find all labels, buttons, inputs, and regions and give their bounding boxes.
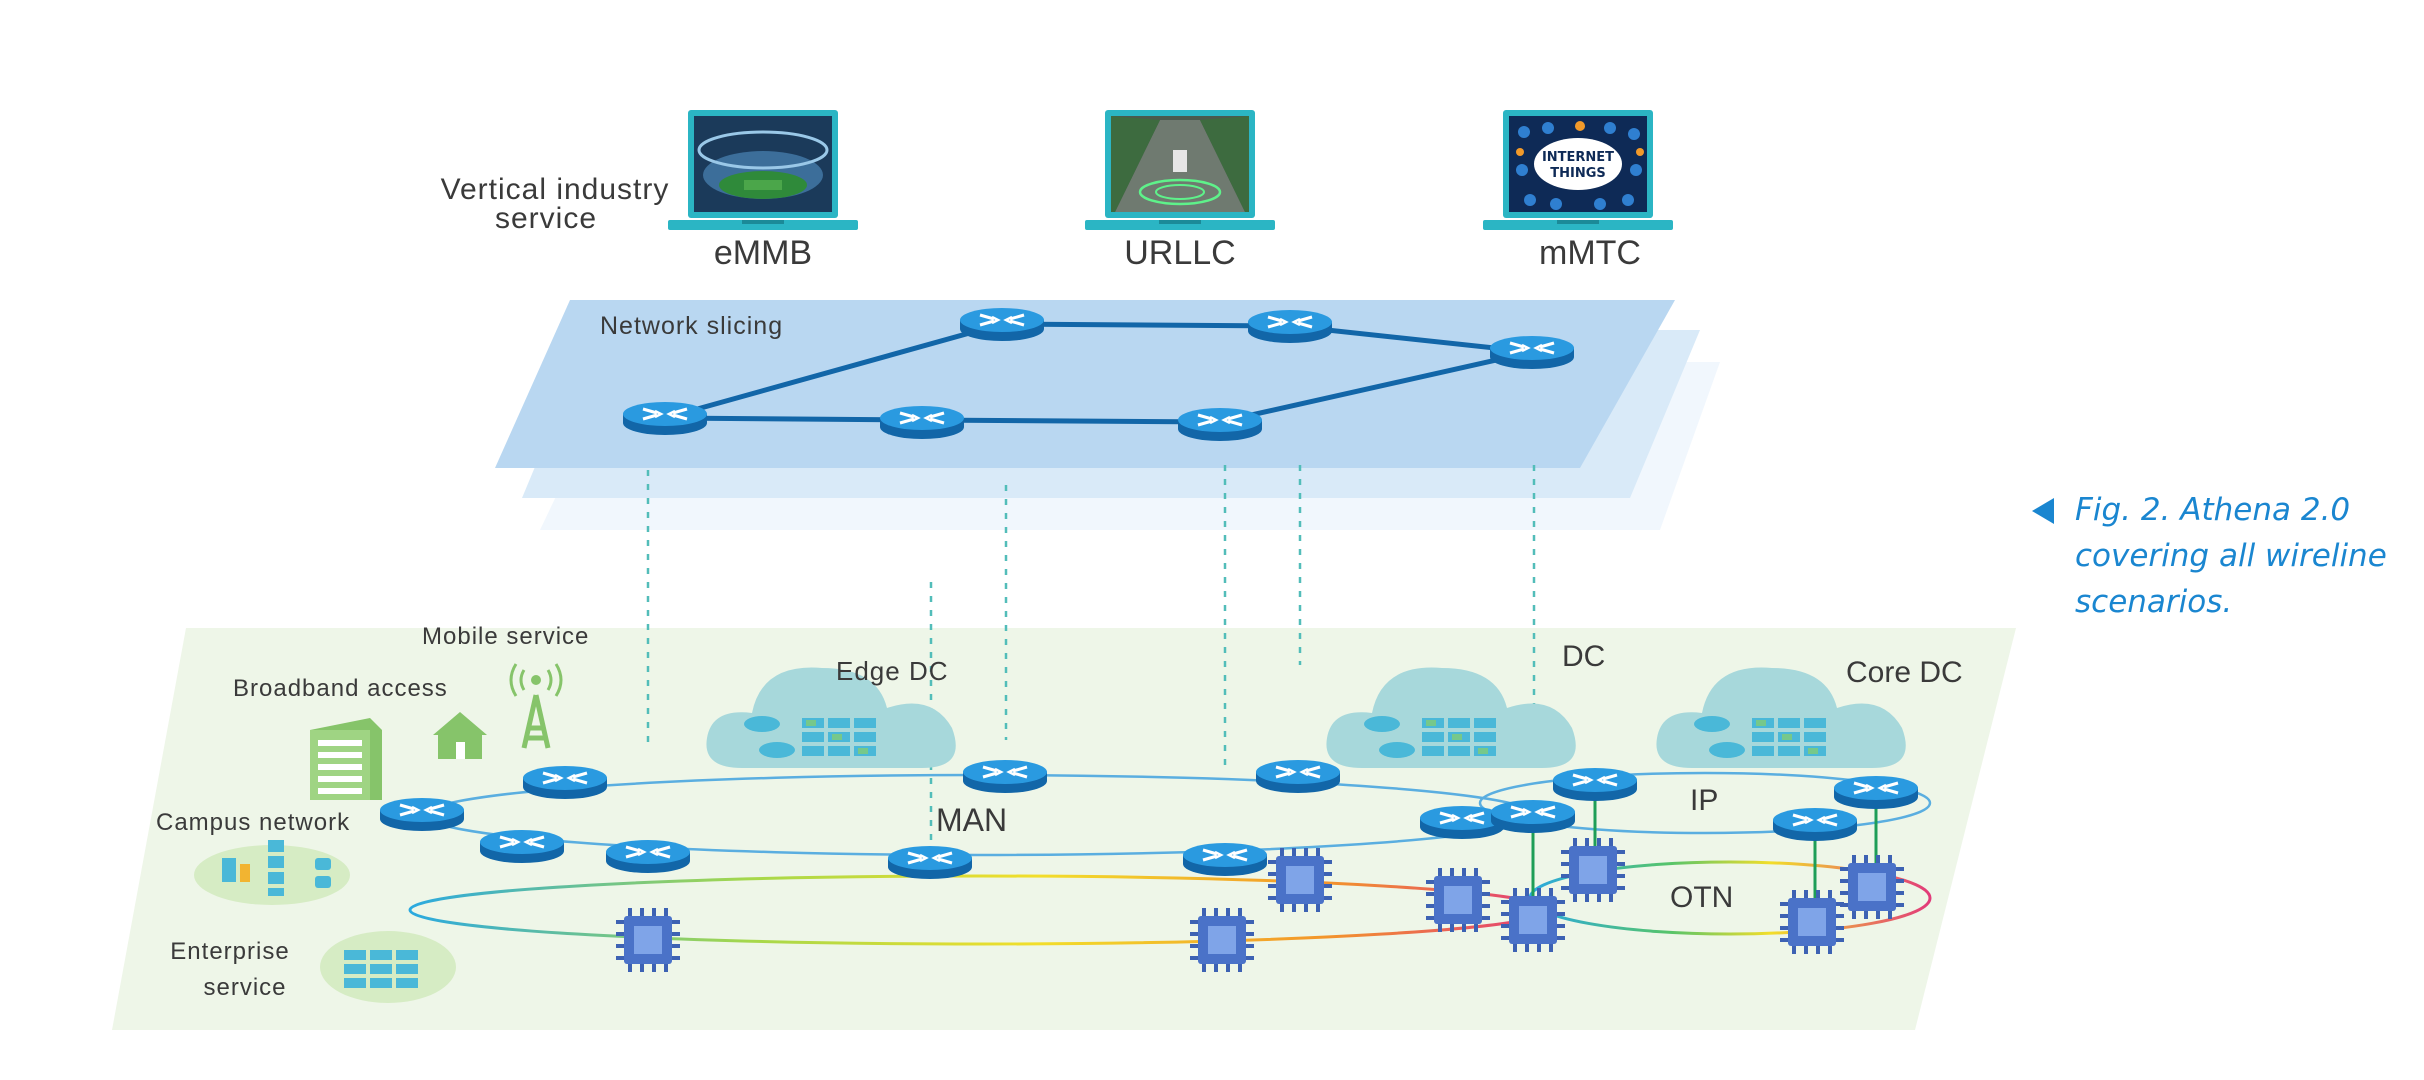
- caption-arrow-icon: [2032, 498, 2054, 524]
- campus-network-label: Campus network: [156, 809, 351, 836]
- core-dc-label: Core DC: [1846, 656, 1963, 689]
- embb-label: eMMB: [713, 234, 813, 272]
- caption-line2: covering all wireline: [2075, 538, 2387, 574]
- figure-caption: Fig. 2. Athena 2.0 covering all wireline…: [2075, 487, 2415, 625]
- edge-dc-label: Edge DC: [836, 656, 949, 686]
- enterprise-service-icon: [320, 931, 456, 1003]
- iot-screen-text-2: THINGS: [1550, 166, 1606, 181]
- enterprise-service-line2: service: [203, 974, 287, 1001]
- building-icon: [310, 718, 382, 800]
- broadband-access-label: Broadband access: [233, 675, 448, 702]
- caption-line3: scenarios.: [2075, 584, 2233, 620]
- ip-label: IP: [1690, 784, 1719, 817]
- enterprise-service-line1: Enterprise: [170, 938, 290, 965]
- mmtc-label: mMTC: [1539, 234, 1641, 272]
- house-icon: [433, 712, 487, 759]
- laptop-urllc: [1085, 110, 1275, 230]
- otn-label: OTN: [1670, 881, 1734, 914]
- vertical-industry-line2: service: [494, 202, 598, 235]
- iot-screen-text-1: INTERNET: [1542, 150, 1614, 165]
- man-label: MAN: [936, 802, 1008, 838]
- network-slicing-label: Network slicing: [600, 312, 784, 340]
- enterprise-service-label: Enterprise service: [160, 934, 340, 1006]
- laptop-mmtc: INTERNET THINGS: [1483, 110, 1673, 230]
- laptop-embb: [668, 110, 858, 230]
- vertical-industry-label: Vertical industry service: [430, 173, 680, 234]
- antenna-tower-icon: [509, 663, 563, 749]
- mobile-service-label: Mobile service: [422, 623, 590, 650]
- vertical-industry-line1: Vertical industry: [440, 173, 670, 206]
- dc-label: DC: [1562, 640, 1606, 673]
- caption-line1: Fig. 2. Athena 2.0: [2075, 492, 2351, 528]
- ip-ring: [1478, 771, 1932, 835]
- campus-network-icon: [194, 840, 350, 905]
- slice-plane-front: [495, 300, 1675, 468]
- urllc-label: URLLC: [1124, 234, 1236, 272]
